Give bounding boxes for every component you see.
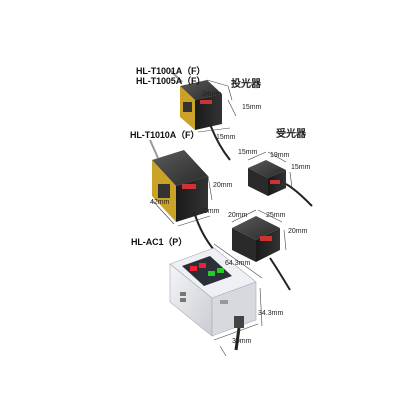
dim-label-t1001-depth: 15mm (216, 134, 236, 141)
receiver-large-sensor (232, 216, 291, 291)
model-label-hl-t1001a: HL-T1001A（F） (136, 66, 206, 76)
emitter-small-dimension-lines (197, 79, 237, 133)
receiver-small-sensor (248, 160, 313, 207)
group-label-receiver: 受光器 (276, 129, 306, 140)
dim-label-t1010-width: 20mm (200, 208, 220, 215)
model-label-hl-t1005a: HL-T1005A（F） (136, 76, 206, 86)
dim-label-t1001-width: 34mm (202, 91, 222, 98)
emitter-large-sensor (149, 139, 215, 251)
dim-label-rx-small-width: 15mm (238, 149, 258, 156)
model-label-hl-ac1: HL-AC1（P） (131, 237, 188, 247)
dim-label-rx-small-depth: 19mm (270, 152, 290, 159)
dim-label-t1010-height: 20mm (213, 182, 233, 189)
dim-label-rx-large-depth: 25mm (266, 212, 286, 219)
dim-label-t1010-depth: 42mm (150, 199, 170, 206)
receiver-dimension-lines (231, 151, 293, 251)
dim-label-rx-large-height: 20mm (288, 228, 308, 235)
dim-label-amp-length: 64.3mm (225, 260, 251, 267)
dim-label-rx-large-width: 20mm (228, 212, 248, 219)
emitter-large-dimension-lines (151, 175, 213, 227)
dim-label-rx-small-height: 15mm (291, 164, 311, 171)
dim-label-t1001-height: 15mm (242, 104, 262, 111)
dim-label-amp-width: 30mm (232, 338, 252, 345)
amplifier-dimension-lines (213, 243, 263, 357)
emitter-small-sensor (169, 69, 231, 161)
group-label-emitter: 投光器 (231, 79, 261, 90)
amplifier-unit (169, 247, 257, 351)
dim-label-amp-height: 34.3mm (258, 310, 284, 317)
model-label-hl-t1010a: HL-T1010A（F） (130, 130, 200, 140)
